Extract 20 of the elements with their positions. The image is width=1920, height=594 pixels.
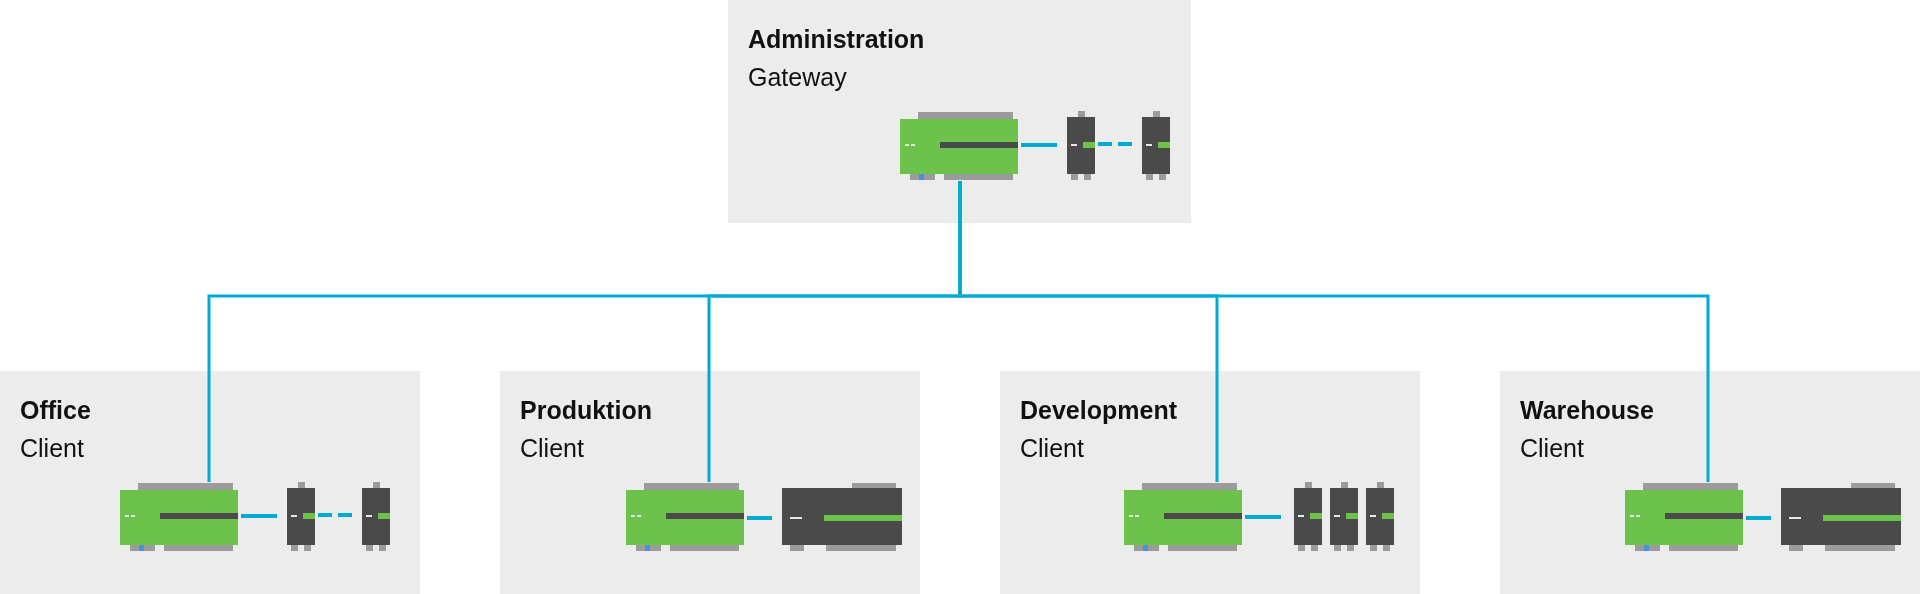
site-panel [728, 0, 1191, 223]
device-assembly-drawing [120, 482, 390, 552]
device-assembly-drawing [1625, 482, 1902, 552]
site-title: Development [1020, 395, 1177, 426]
site-title: Office [20, 395, 91, 426]
role-label: Gateway [748, 62, 848, 93]
role-label: Client [1020, 433, 1085, 464]
site-panel [1500, 371, 1920, 594]
site-panel [1000, 371, 1420, 594]
site-panel [500, 371, 920, 594]
site-panel [0, 371, 420, 594]
site-title: Warehouse [1520, 395, 1654, 426]
device-assembly-drawing [626, 482, 903, 552]
role-label: Client [20, 433, 85, 464]
role-label: Client [520, 433, 585, 464]
site-title: Administration [748, 24, 925, 55]
device-assembly-drawing [900, 111, 1170, 181]
site-title: Produktion [520, 395, 652, 426]
connection-line [958, 181, 1710, 482]
role-label: Client [1520, 433, 1585, 464]
